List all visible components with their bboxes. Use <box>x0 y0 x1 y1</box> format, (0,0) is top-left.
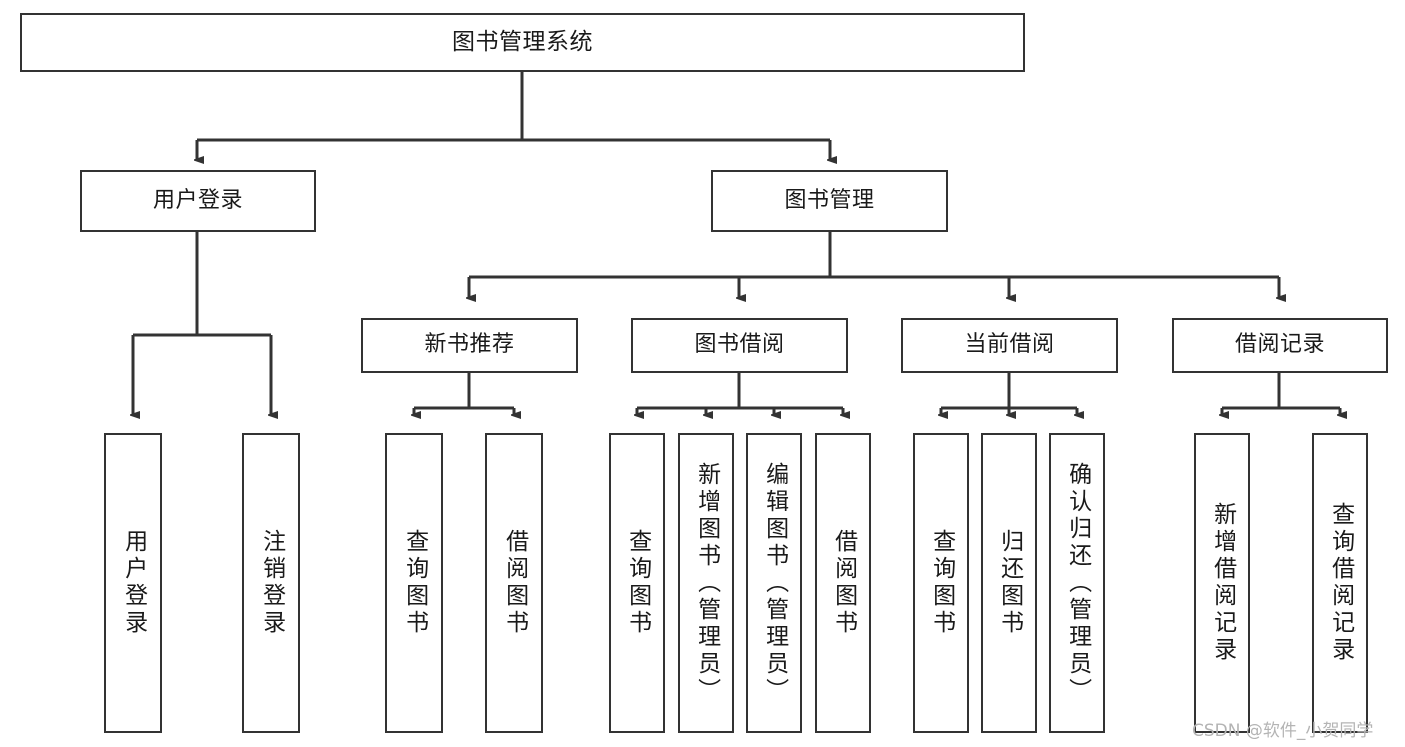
node-label: 查询借阅记录 <box>1327 502 1354 664</box>
node-label: 当前借阅 <box>964 332 1055 358</box>
node-label: 新书推荐 <box>424 332 515 358</box>
node-label: 注销登录 <box>258 529 285 637</box>
node-label: 查询图书 <box>624 529 651 637</box>
leaf-add-book-admin[interactable]: 新增图书（管理员） <box>678 433 734 733</box>
node-label: 归还图书 <box>996 529 1023 637</box>
node-label: 图书管理 <box>784 187 875 213</box>
node-label: 编辑图书（管理员） <box>761 461 788 705</box>
leaf-query-book-borrow[interactable]: 查询图书 <box>609 433 665 733</box>
leaf-query-book-new[interactable]: 查询图书 <box>385 433 443 733</box>
node-root-library-management-system[interactable]: 图书管理系统 <box>20 13 1025 72</box>
leaf-add-borrow-record[interactable]: 新增借阅记录 <box>1194 433 1250 733</box>
leaf-edit-book-admin[interactable]: 编辑图书（管理员） <box>746 433 802 733</box>
leaf-user-login[interactable]: 用户登录 <box>104 433 162 733</box>
node-borrowing-record[interactable]: 借阅记录 <box>1172 318 1388 373</box>
node-user-login[interactable]: 用户登录 <box>80 170 316 232</box>
node-label: 查询图书 <box>401 529 428 637</box>
node-label: 借阅记录 <box>1234 332 1325 358</box>
leaf-confirm-return-admin[interactable]: 确认归还（管理员） <box>1049 433 1105 733</box>
node-label: 用户登录 <box>152 187 243 213</box>
leaf-query-borrow-record[interactable]: 查询借阅记录 <box>1312 433 1368 733</box>
csdn-watermark: CSDN @软件_小贺同学 <box>1192 721 1374 741</box>
leaf-logout[interactable]: 注销登录 <box>242 433 300 733</box>
leaf-query-book-current[interactable]: 查询图书 <box>913 433 969 733</box>
leaf-borrow-book-new[interactable]: 借阅图书 <box>485 433 543 733</box>
node-book-borrowing[interactable]: 图书借阅 <box>631 318 848 373</box>
node-label: 借阅图书 <box>501 529 528 637</box>
leaf-return-book[interactable]: 归还图书 <box>981 433 1037 733</box>
node-label: 查询图书 <box>928 529 955 637</box>
node-label: 新增借阅记录 <box>1209 502 1236 664</box>
node-book-management[interactable]: 图书管理 <box>711 170 948 232</box>
node-label: 图书借阅 <box>694 332 785 358</box>
node-label: 用户登录 <box>120 529 147 637</box>
node-current-borrowing[interactable]: 当前借阅 <box>901 318 1118 373</box>
node-new-book-recommendation[interactable]: 新书推荐 <box>361 318 578 373</box>
node-label: 新增图书（管理员） <box>693 461 720 705</box>
node-label: 确认归还（管理员） <box>1064 461 1091 705</box>
node-label: 借阅图书 <box>830 529 857 637</box>
leaf-borrow-book[interactable]: 借阅图书 <box>815 433 871 733</box>
node-label: 图书管理系统 <box>452 29 593 56</box>
